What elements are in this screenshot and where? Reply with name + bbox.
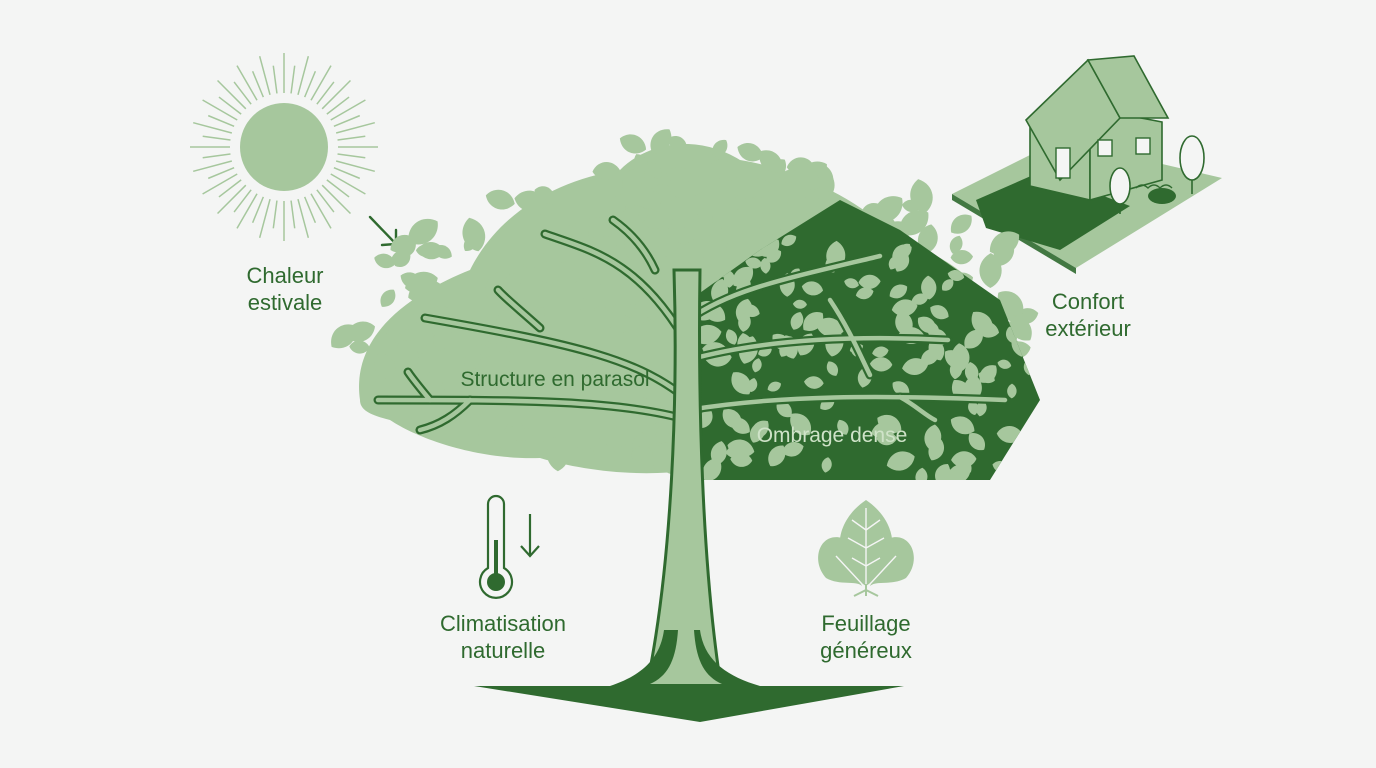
thermometer-down-icon (478, 494, 540, 599)
summer-heat-label: Chaleur estivale (225, 262, 345, 316)
sun-icon (190, 53, 378, 241)
leaf-icon (818, 500, 914, 597)
outdoor-comfort-line-2: extérieur (1045, 316, 1131, 341)
summer-heat-line-1: Chaleur (246, 263, 324, 288)
outdoor-comfort-line-1: Confort (1051, 289, 1125, 314)
summer-heat-line-2: estivale (247, 290, 323, 315)
parasol-structure-label: Structure en parasol (430, 366, 680, 393)
diagonal-arrow-icon (368, 215, 398, 247)
natural-cooling-label: Climatisation naturelle (418, 610, 588, 664)
dense-shade-text: Ombrage dense (756, 424, 908, 447)
generous-foliage-line-2: généreux (820, 638, 912, 663)
outdoor-comfort-label: Confort extérieur (1028, 288, 1148, 342)
natural-cooling-line-1: Climatisation (440, 611, 566, 636)
natural-cooling-line-2: naturelle (460, 638, 546, 663)
generous-foliage-label: Feuillage généreux (796, 610, 936, 664)
tree-illustration (331, 129, 1040, 722)
house-icon (952, 55, 1222, 274)
generous-foliage-line-1: Feuillage (821, 611, 911, 636)
parasol-structure-text: Structure en parasol (460, 368, 650, 391)
dense-shade-label: Ombrage dense (722, 422, 942, 449)
